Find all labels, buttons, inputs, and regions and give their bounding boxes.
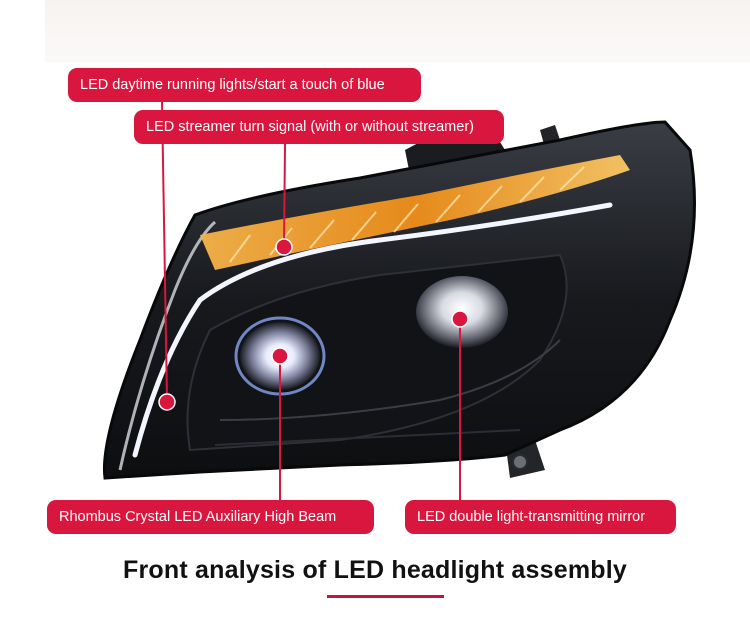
callout-drl: LED daytime running lights/start a touch… — [68, 68, 421, 102]
marker-dot-drl — [158, 393, 176, 411]
top-backdrop — [45, 0, 750, 62]
marker-dot-high — [271, 347, 289, 365]
caption-title: Front analysis of LED headlight assembly — [123, 556, 627, 584]
callout-turn-signal: LED streamer turn signal (with or withou… — [134, 110, 504, 144]
callout-high-beam: Rhombus Crystal LED Auxiliary High Beam — [47, 500, 374, 534]
drl-light-guide — [132, 202, 613, 458]
callout-mirror: LED double light-transmitting mirror — [405, 500, 676, 534]
marker-dot-mirror — [451, 310, 469, 328]
bolt — [512, 454, 528, 470]
turn-signal-strip — [200, 155, 630, 270]
lens-rim — [118, 220, 217, 471]
caption-underline — [327, 595, 444, 598]
leader-line-turn — [283, 143, 286, 247]
marker-dot-turn — [275, 238, 293, 256]
leader-line-drl — [161, 101, 168, 401]
